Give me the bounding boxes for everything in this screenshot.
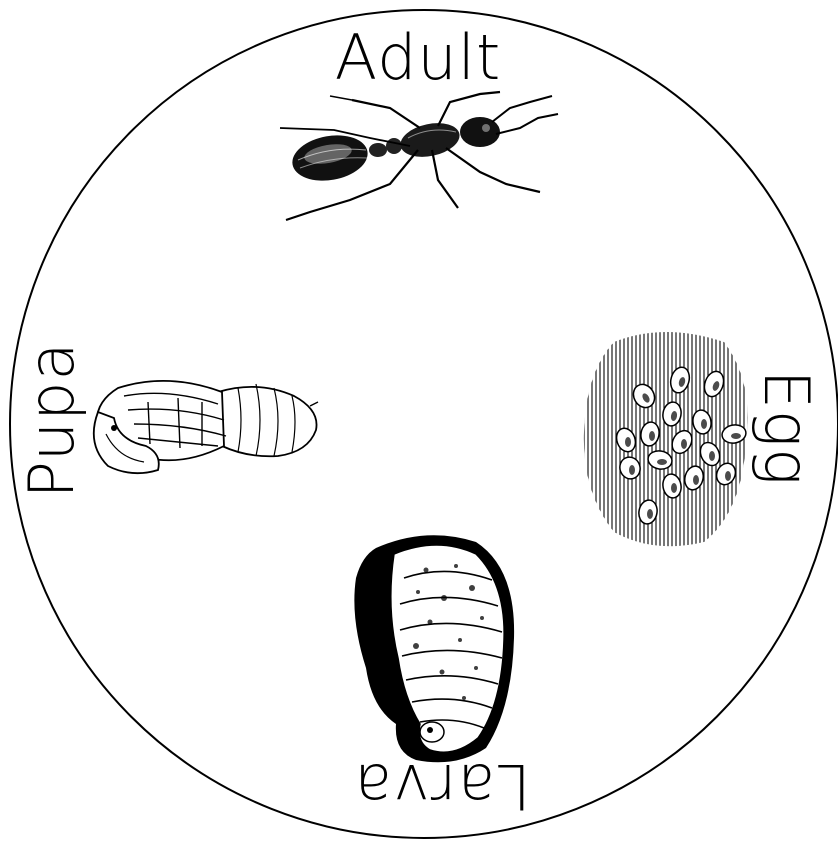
egg-cluster-icon: [574, 322, 760, 552]
stage-label-larva: Larva: [353, 755, 531, 817]
pupa-icon: [88, 374, 324, 478]
ant-adult-icon: [270, 88, 570, 233]
larva-icon: [346, 528, 522, 766]
stage-label-pupa: Pupa: [21, 342, 83, 499]
stage-label-egg: Egg: [755, 370, 817, 487]
stage-label-adult: Adult: [335, 27, 502, 89]
